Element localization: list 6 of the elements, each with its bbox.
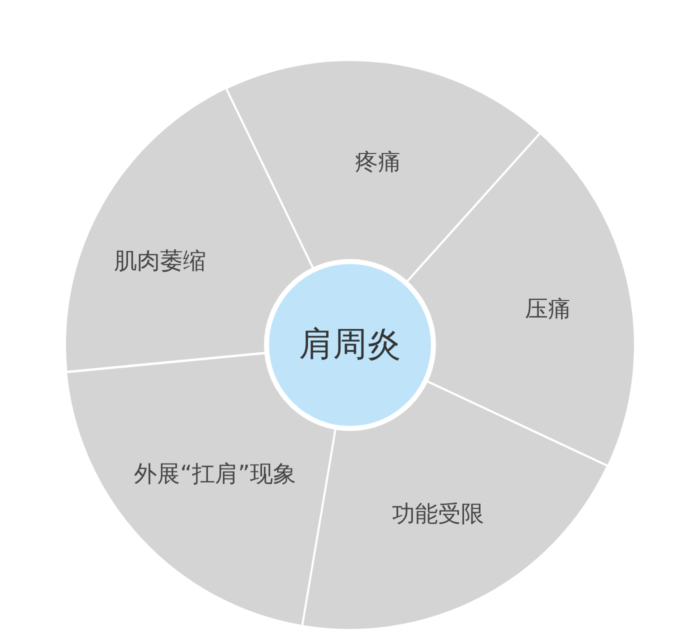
sector-label: 外展“扛肩”现象 — [133, 460, 297, 490]
topic-label: 肩周炎 — [299, 323, 401, 366]
sector-label: 功能受限 — [392, 500, 484, 530]
sector-label: 肌肉萎缩 — [114, 247, 206, 276]
sector-label: 压痛 — [525, 295, 571, 324]
sector-label: 疼痛 — [354, 148, 401, 178]
